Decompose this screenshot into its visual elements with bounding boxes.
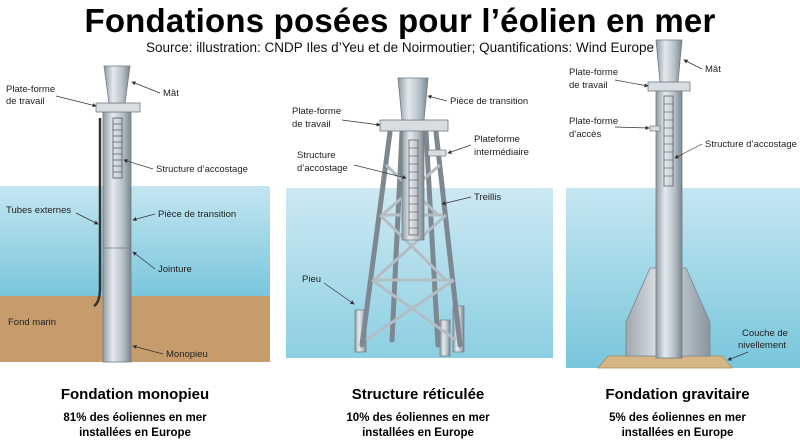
panel-monopile: Plate-forme de travail Mât Structure d’a… bbox=[0, 65, 270, 363]
mast bbox=[655, 39, 683, 83]
label-pile: Pieu bbox=[302, 274, 321, 285]
label-external-tubes: Tubes externes bbox=[6, 205, 71, 216]
caption-title: Fondation gravitaire bbox=[605, 386, 750, 403]
label-platform-2: de travail bbox=[569, 80, 608, 91]
docking-ladder bbox=[663, 95, 674, 187]
label-platform: Plate-forme bbox=[569, 67, 618, 78]
panel-lattice: Plate-forme de travail Pièce de transiti… bbox=[286, 77, 553, 358]
gravity-shaft bbox=[655, 89, 683, 359]
label-access-1: Plate-forme bbox=[569, 116, 618, 127]
label-lattice: Treillis bbox=[474, 192, 501, 203]
label-platform: Plate-forme bbox=[6, 84, 55, 95]
label-transition: Pièce de transition bbox=[158, 209, 236, 220]
label-intermediate-1: Plateforme bbox=[474, 134, 520, 145]
label-access-2: d’accès bbox=[569, 129, 601, 140]
page-subtitle: Source: illustration: CNDP Iles d’Yeu et… bbox=[146, 40, 654, 55]
label-docking: Structure d’accostage bbox=[705, 139, 797, 150]
caption-stat-line-2: installées en Europe bbox=[79, 427, 191, 439]
work-platform bbox=[647, 81, 691, 92]
label-seabed: Fond marin bbox=[8, 317, 56, 328]
lattice-frame bbox=[359, 129, 463, 348]
label-transition: Pièce de transition bbox=[450, 96, 528, 107]
label-intermediate-2: intermédiaire bbox=[474, 147, 529, 158]
label-levelling-1: Couche de bbox=[742, 328, 788, 339]
label-docking-2: d’accostage bbox=[297, 163, 348, 174]
monopile-tube bbox=[102, 111, 132, 363]
transition-piece bbox=[397, 77, 429, 121]
caption-stat-line-2: installées en Europe bbox=[362, 427, 474, 439]
pile-center bbox=[439, 319, 451, 357]
caption-stat-line-1: 81% des éoliennes en mer bbox=[63, 412, 207, 424]
caption-title: Structure réticulée bbox=[351, 386, 485, 403]
docking-ladder bbox=[408, 139, 419, 236]
label-mast: Mât bbox=[705, 64, 721, 75]
external-tube bbox=[93, 118, 102, 308]
caption-monopile: Fondation monopieu 81% des éoliennes en … bbox=[0, 386, 270, 441]
label-monopile: Monopieu bbox=[166, 349, 208, 360]
caption-lattice: Structure réticulée 10% des éoliennes en… bbox=[283, 386, 553, 441]
levelling-layer bbox=[597, 355, 733, 369]
caption-stat-line-1: 5% des éoliennes en mer bbox=[609, 412, 746, 424]
label-levelling-2: nivellement bbox=[738, 340, 786, 351]
work-platform bbox=[379, 119, 449, 132]
caption-stat-line-2: installées en Europe bbox=[621, 427, 734, 439]
intermediate-platform bbox=[427, 149, 447, 157]
label-mast: Mât bbox=[163, 88, 179, 99]
label-platform: Plate-forme bbox=[292, 106, 341, 117]
sea-background bbox=[0, 186, 270, 296]
label-platform-2: de travail bbox=[292, 119, 331, 130]
seabed bbox=[0, 296, 270, 362]
work-platform bbox=[95, 102, 141, 113]
caption-gravity: Fondation gravitaire 5% des éoliennes en… bbox=[555, 386, 800, 441]
mast bbox=[103, 65, 131, 104]
caption-stat-line-1: 10% des éoliennes en mer bbox=[346, 412, 490, 424]
panel-gravity: Plate-forme de travail Mât Plate-forme d… bbox=[566, 39, 800, 369]
label-platform-2: de travail bbox=[6, 96, 45, 107]
label-joint: Jointure bbox=[158, 264, 192, 275]
page-title: Fondations posées pour l’éolien en mer bbox=[84, 2, 716, 39]
label-docking-1: Structure bbox=[297, 150, 336, 161]
caption-title: Fondation monopieu bbox=[60, 386, 210, 403]
transition-tube bbox=[401, 129, 425, 241]
access-platform bbox=[649, 125, 661, 132]
label-docking: Structure d’accostage bbox=[156, 164, 248, 175]
